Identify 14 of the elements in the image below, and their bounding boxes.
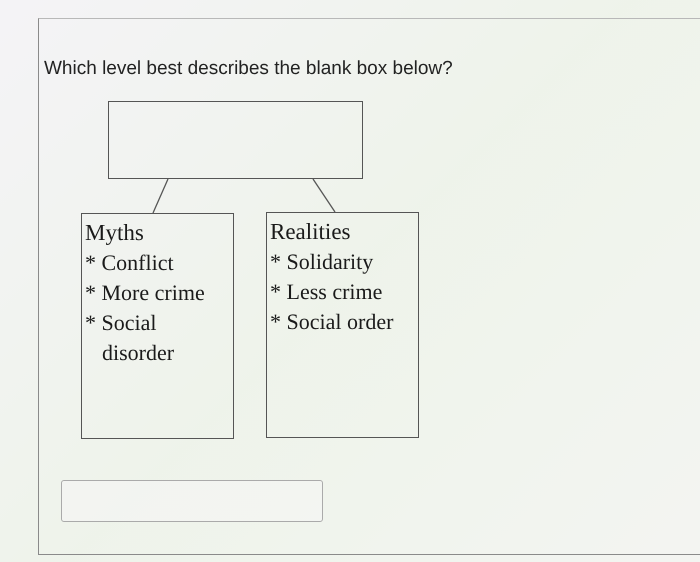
text-box	[81, 213, 234, 439]
box-heading: Realities	[270, 218, 352, 246]
connector-line	[152, 178, 169, 214]
list-item: * Conflict	[85, 249, 175, 277]
box-heading: Myths	[85, 219, 145, 247]
question-text: Which level best describes the blank box below?	[44, 58, 453, 80]
text-box	[266, 212, 419, 438]
list-item: * Social disorder	[85, 309, 176, 367]
list-item: * More crime	[85, 279, 206, 307]
list-item: * Less crime	[270, 278, 384, 306]
list-item: * Solidarity	[270, 248, 374, 276]
list-item: * Social order	[270, 308, 394, 336]
connector-line	[312, 178, 336, 212]
blank-box	[108, 101, 363, 179]
